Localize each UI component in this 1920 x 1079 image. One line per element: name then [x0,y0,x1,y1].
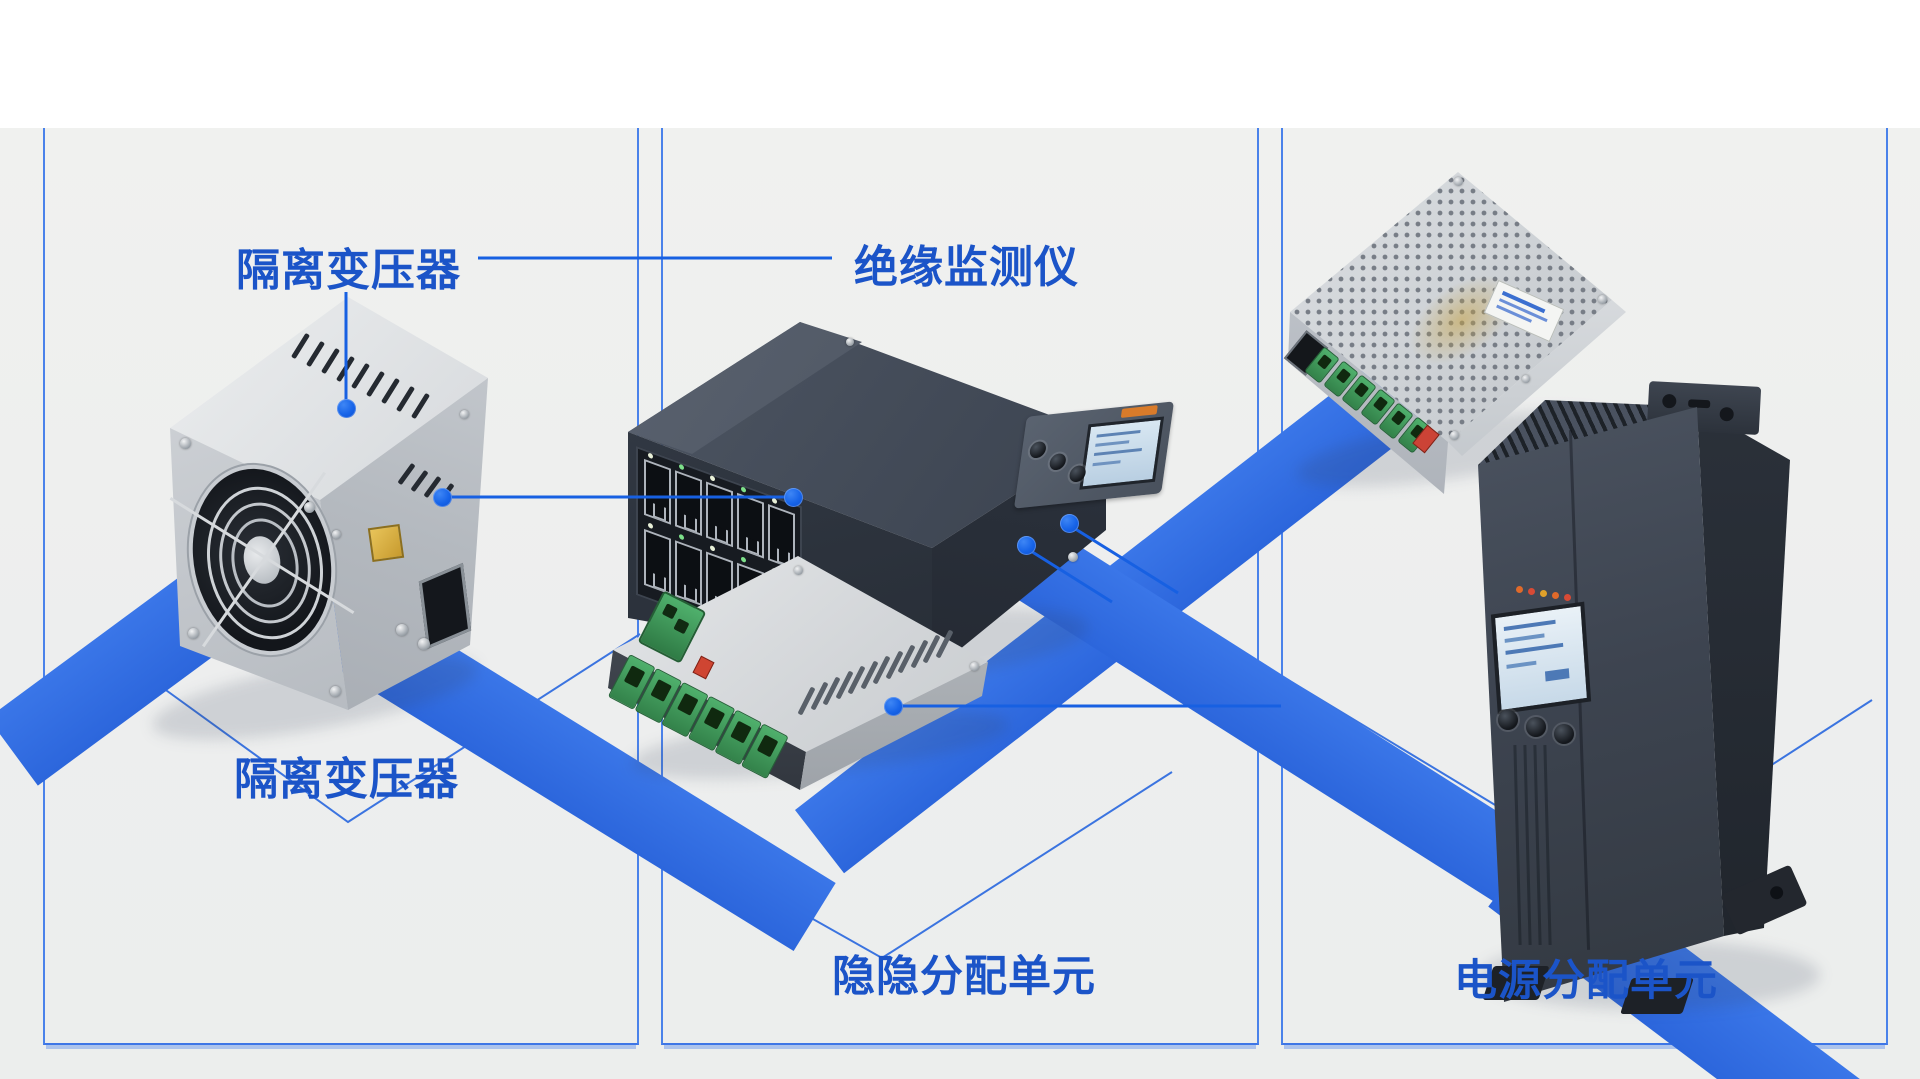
label-insulation-monitor: 绝缘监测仪 [854,243,1079,292]
groove-line [1523,744,1532,946]
screw [1068,552,1078,562]
hotspot-dot-monitor-ports[interactable] [784,488,803,507]
port-led [772,497,777,505]
rj45-tab [652,502,667,522]
clamp-hole [1335,368,1351,384]
orange-label [1120,405,1158,419]
lcd-line [1095,440,1130,447]
port-led [741,486,746,494]
port-led [679,463,684,471]
groove-line [1513,744,1522,946]
port-led [679,533,684,541]
groove-line [1543,744,1552,946]
frame-panel-right [1281,128,1888,1045]
screw [1598,295,1607,304]
rj45-port [644,458,671,525]
label-isolation-transformer-bottom: 隔离变压器 [234,755,459,804]
hotspot-dot-transformer-side[interactable] [433,488,452,507]
terminal-vent-band [608,550,1008,800]
vent-slat [934,629,954,659]
monitor-button[interactable] [1048,452,1067,471]
rj45-tab [683,513,698,534]
screw [1522,375,1530,383]
led-indicator [1528,588,1535,595]
screw [794,566,803,575]
monitor-control-facet [1013,401,1175,509]
rj45-port [737,492,764,559]
lcd-line [1092,460,1121,467]
led-indicator [1552,592,1559,599]
monitor-lcd-screen [1079,416,1165,490]
hotspot-dot-monitor-front-a[interactable] [1060,514,1079,533]
rj45-port [675,470,702,537]
groove-line [1533,744,1542,946]
label-isolation-transformer-top: 隔离变压器 [236,246,461,295]
led-indicator [1516,586,1523,593]
hotspot-dot-transformer-top[interactable] [337,399,356,418]
bracket-hole [1768,884,1786,902]
lcd-line [1096,429,1141,438]
led-indicator [1540,590,1547,597]
clamp-hole [1372,396,1388,412]
hotspot-dot-monitor-front-b[interactable] [1017,536,1036,555]
screw [970,662,979,671]
lcd-line [1093,447,1143,457]
label-power-distribution-unit: 电源分配单元 [1454,957,1718,1005]
hotspot-dot-terminal-unit[interactable] [884,697,903,716]
led-indicator [1564,594,1571,601]
rj45-tab [714,525,729,545]
monitor-button[interactable] [1028,440,1047,459]
port-led [648,452,653,460]
screw [1450,431,1459,440]
label-hidden-distribution-unit: 隐隐分配单元 [832,953,1096,1001]
screw [846,338,854,346]
clamp-hole [1354,382,1369,398]
port-led [710,474,715,482]
tower-groove-lines [1470,380,1830,1020]
clamp-hole [1391,410,1406,426]
port-led [648,522,653,530]
clamp-hole [1317,354,1332,370]
rj45-port [706,481,733,548]
screw [1454,177,1463,186]
